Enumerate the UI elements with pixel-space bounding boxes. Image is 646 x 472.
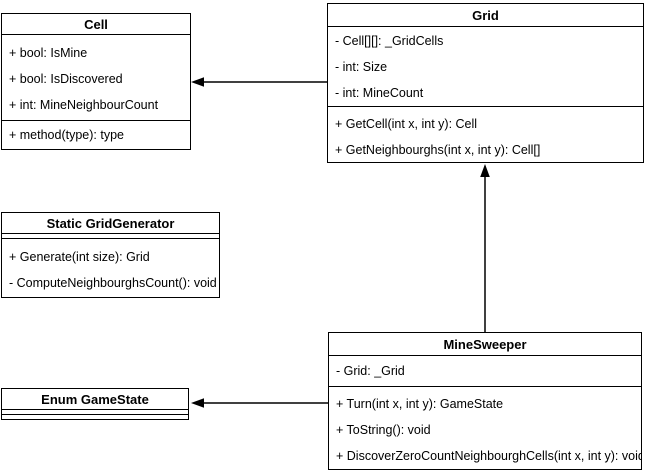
class-method: + DiscoverZeroCountNeighbourghCells(int …	[336, 449, 641, 463]
class-methods-grid-generator: + Generate(int size): Grid - ComputeNeig…	[2, 238, 219, 297]
class-attribute: + int: MineNeighbourCount	[9, 98, 159, 112]
arrowhead-up-icon	[480, 164, 490, 177]
class-title-grid: Grid	[328, 4, 643, 27]
class-attributes-cell: + bool: IsMine + bool: IsDiscovered + in…	[2, 35, 190, 120]
class-method: + method(type): type	[9, 128, 124, 142]
class-methods-minesweeper: + Turn(int x, int y): GameState + ToStri…	[329, 386, 641, 469]
class-title-grid-generator: Static GridGenerator	[2, 213, 219, 234]
class-attribute: + bool: IsDiscovered	[9, 72, 123, 86]
class-title-minesweeper: MineSweeper	[329, 333, 641, 356]
edge-grid-to-cell[interactable]	[191, 77, 327, 87]
class-method: + GetNeighbourghs(int x, int y): Cell[]	[335, 143, 541, 158]
arrowhead-left-icon	[191, 398, 204, 408]
class-method: + Turn(int x, int y): GameState	[336, 397, 504, 411]
class-attribute: - Cell[][]: _GridCells	[335, 34, 444, 48]
class-box-grid[interactable]: Grid - Cell[][]: _GridCells - int: Size …	[327, 3, 644, 163]
class-method: + Generate(int size): Grid	[9, 250, 150, 264]
class-method: + GetCell(int x, int y): Cell	[335, 117, 478, 132]
class-methods-game-state	[2, 414, 188, 419]
class-title-game-state: Enum GameState	[2, 389, 188, 410]
class-attribute: - int: MineCount	[335, 86, 424, 100]
class-box-cell[interactable]: Cell + bool: IsMine + bool: IsDiscovered…	[1, 13, 191, 150]
class-methods-grid: + GetCell(int x, int y): Cell + GetNeigh…	[328, 106, 643, 162]
class-method: - ComputeNeighbourghsCount(): void	[9, 276, 217, 290]
class-method: + ToString(): void	[336, 423, 431, 437]
class-attributes-grid: - Cell[][]: _GridCells - int: Size - int…	[328, 27, 643, 106]
class-title-cell: Cell	[2, 14, 190, 35]
class-attribute: - int: Size	[335, 60, 388, 74]
class-attributes-minesweeper: - Grid: _Grid	[329, 356, 641, 386]
class-box-minesweeper[interactable]: MineSweeper - Grid: _Grid + Turn(int x, …	[328, 332, 642, 470]
edge-minesweeper-to-grid[interactable]	[480, 164, 490, 332]
class-box-grid-generator[interactable]: Static GridGenerator + Generate(int size…	[1, 212, 220, 298]
edge-minesweeper-to-gamestate[interactable]	[191, 398, 328, 408]
class-methods-cell: + method(type): type	[2, 120, 190, 149]
class-attribute: + bool: IsMine	[9, 46, 88, 60]
class-attribute: - Grid: _Grid	[336, 364, 405, 378]
class-box-game-state[interactable]: Enum GameState	[1, 388, 189, 420]
arrowhead-left-icon	[191, 77, 204, 87]
